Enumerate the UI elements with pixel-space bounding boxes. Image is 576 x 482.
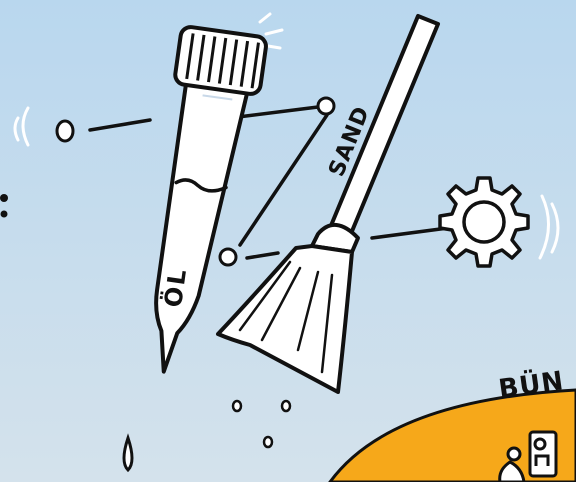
ink-dot [1, 211, 8, 218]
drop-icon [124, 438, 132, 470]
dot-icon [318, 98, 334, 114]
ink-dot [0, 194, 8, 202]
gear-icon [440, 178, 528, 266]
dot-icon [57, 121, 73, 141]
dot-icon [220, 249, 236, 265]
